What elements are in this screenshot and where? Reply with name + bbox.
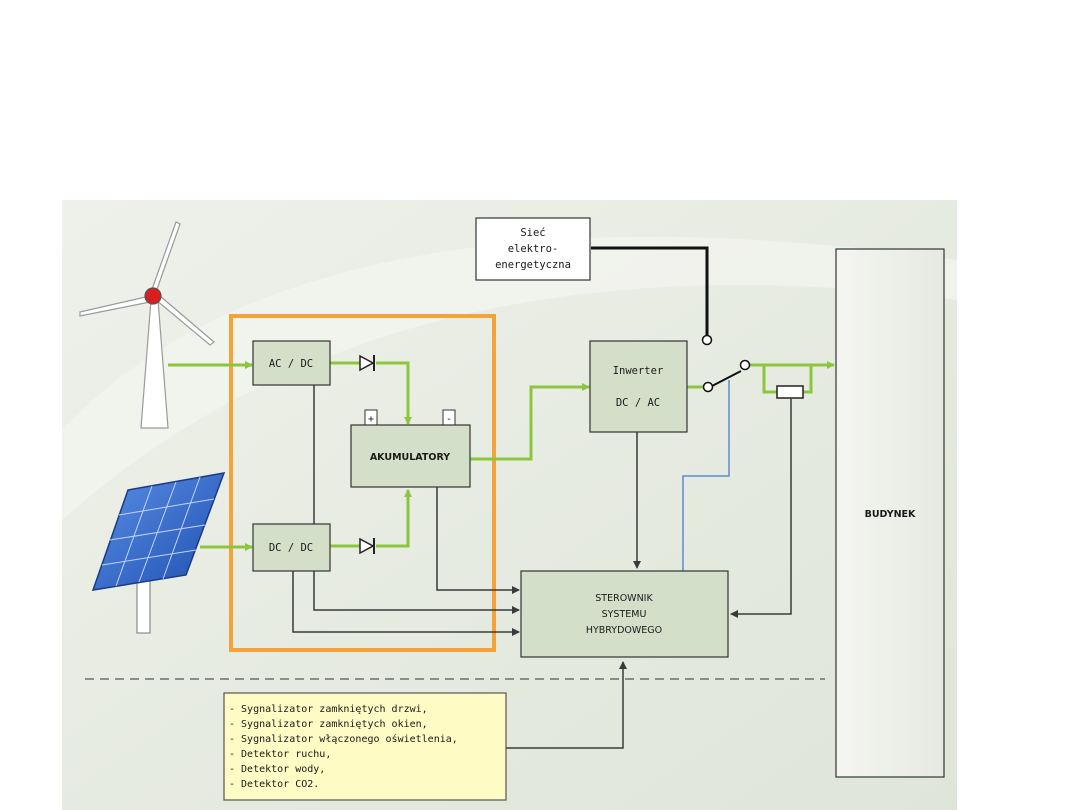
acdc-converter-block: AC / DC — [252, 340, 331, 386]
grid-block: Sieć elektro- energetyczna — [475, 217, 591, 281]
sensor-item: - Sygnalizator włączonego oświetlenia, — [229, 733, 458, 745]
controller-label-line-2: SYSTEMU — [602, 609, 647, 620]
transfer-switch-icon — [702, 359, 751, 393]
controller-label-line-1: STEROWNIK — [595, 593, 653, 604]
grid-connection-line — [591, 246, 713, 346]
inverter-block: Inwerter DC / AC — [589, 340, 688, 433]
inverter-label-line-1: Inwerter — [613, 365, 664, 377]
signal-lines — [292, 385, 792, 749]
solar-panel-icon — [91, 472, 226, 634]
battery-minus-terminal: - — [446, 414, 452, 425]
battery-block: + - AKUMULATORY — [350, 409, 471, 488]
sensor-item: - Sygnalizator zamkniętych okien, — [229, 719, 428, 730]
sensor-item: - Detektor wody, — [229, 764, 325, 775]
sensor-item: - Detektor CO2. — [229, 779, 319, 790]
battery-label: AKUMULATORY — [370, 452, 450, 463]
inverter-label-line-2: DC / AC — [616, 397, 660, 409]
sensor-item: - Sygnalizator zamkniętych drzwi, — [229, 704, 428, 715]
building-block: BUDYNEK — [835, 248, 945, 778]
grid-label-line-3: energetyczna — [495, 259, 571, 271]
acdc-label: AC / DC — [269, 358, 313, 370]
dcdc-label: DC / DC — [269, 542, 313, 554]
grid-label-line-1: Sieć — [520, 227, 545, 239]
feedback-line — [682, 380, 730, 571]
hybrid-controller-block: STEROWNIK SYSTEMU HYBRYDOWEGO — [520, 570, 729, 658]
meter-resistor-icon — [776, 385, 804, 399]
dcdc-converter-block: DC / DC — [252, 523, 331, 572]
grid-label-line-2: elektro- — [508, 243, 559, 255]
controller-label-line-3: HYBRYDOWEGO — [586, 625, 662, 636]
building-label: BUDYNEK — [865, 509, 916, 520]
sensor-item: - Detektor ruchu, — [229, 749, 331, 760]
wind-turbine-icon — [79, 221, 215, 429]
diode-icon — [359, 537, 375, 555]
sensors-note: - Sygnalizator zamkniętych drzwi, - Sygn… — [223, 692, 507, 801]
power-lines — [168, 361, 835, 551]
diode-icon — [359, 354, 375, 372]
background-swoosh — [62, 236, 957, 520]
hybrid-system-frame — [229, 314, 496, 652]
battery-plus-terminal: + — [368, 414, 374, 425]
rotor-hub — [144, 287, 162, 305]
